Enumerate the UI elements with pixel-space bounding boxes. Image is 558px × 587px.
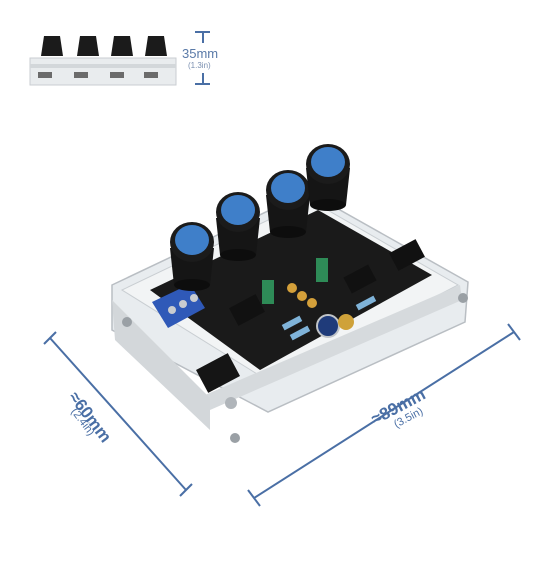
resistors	[281, 283, 377, 341]
length-dimension-line	[247, 323, 521, 507]
knob-icon	[216, 192, 260, 261]
width-dimension-line	[43, 331, 193, 497]
dc-jack	[196, 353, 240, 393]
side-view	[29, 36, 177, 86]
height-value-label: 35mm	[182, 46, 219, 61]
capacitor-icon	[316, 314, 354, 338]
knob-group	[170, 144, 350, 291]
knob-icon	[170, 222, 214, 291]
jumper-icon	[262, 258, 328, 304]
knob-icon	[266, 170, 310, 238]
terminal-block-icon	[152, 284, 205, 328]
height-inch-label: (1.3in)	[188, 61, 211, 70]
knob-icon	[306, 144, 350, 211]
height-dimension-line	[195, 31, 210, 85]
knob-icon	[41, 36, 167, 56]
